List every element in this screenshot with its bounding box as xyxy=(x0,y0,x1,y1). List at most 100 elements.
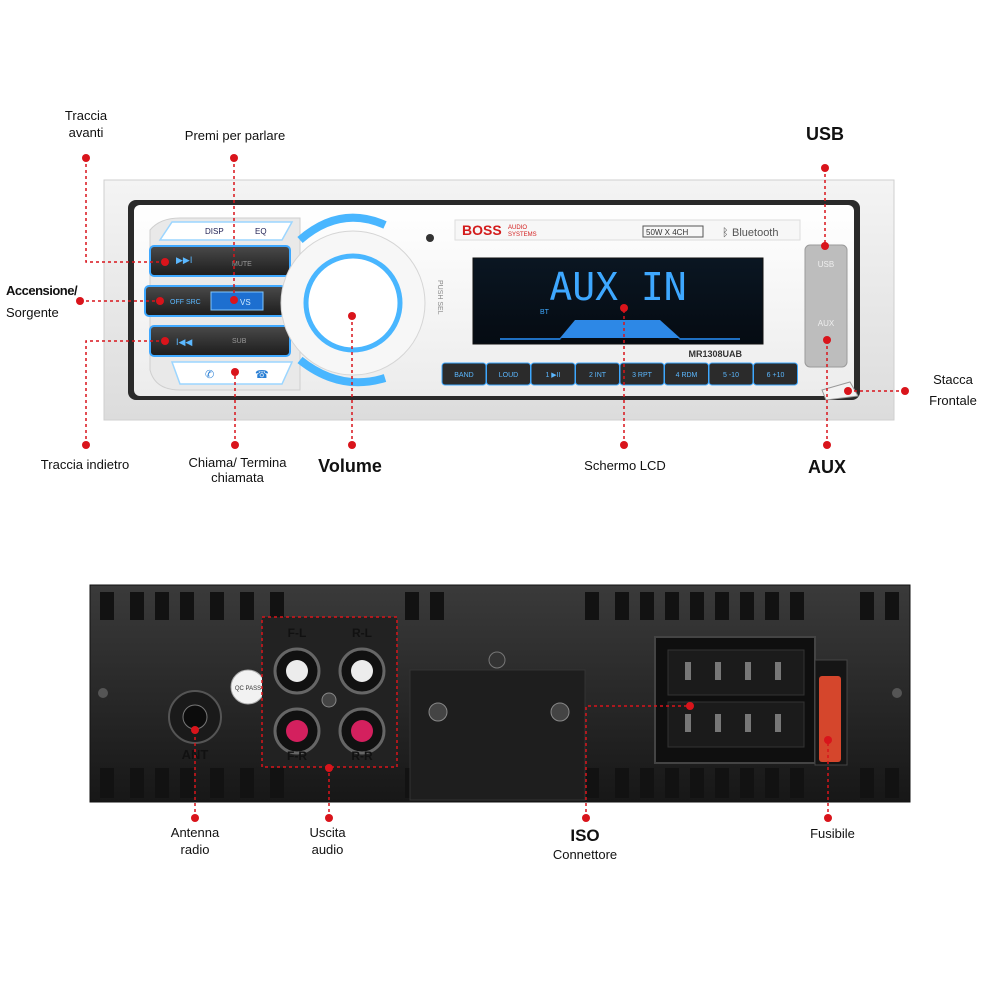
chassis-fin xyxy=(765,768,779,798)
bluetooth-label: Bluetooth xyxy=(732,227,778,239)
svg-text:AUDIO: AUDIO xyxy=(508,225,527,231)
rr-label: R-R xyxy=(351,749,373,763)
model-label: MR1308UAB xyxy=(688,349,742,359)
chassis-fin xyxy=(210,592,224,620)
bluetooth-logo: ᛒ xyxy=(722,227,729,239)
preset-label: 4 RDM xyxy=(676,372,698,379)
svg-text:SYSTEMS: SYSTEMS xyxy=(508,232,537,238)
chassis-fin xyxy=(210,768,224,798)
chassis-fin xyxy=(665,768,679,798)
lcd-text: AUX IN xyxy=(549,265,686,309)
iso-pin xyxy=(715,714,721,732)
aux-port-label: AUX xyxy=(818,319,835,328)
preset-label: BAND xyxy=(454,372,473,379)
ant-label: ANT xyxy=(182,747,209,762)
label-volume: Volume xyxy=(318,456,382,476)
chassis-fin xyxy=(585,768,599,798)
chassis-fin xyxy=(430,592,444,620)
iso-pin xyxy=(715,662,721,680)
chassis-fin xyxy=(640,768,654,798)
chassis-fin xyxy=(270,768,284,798)
preset-label: 2 INT xyxy=(589,372,607,379)
iso-pin xyxy=(685,714,691,732)
svg-text:☎: ☎ xyxy=(255,369,269,381)
iso-pin xyxy=(685,662,691,680)
label-track-forward: Traccia avanti xyxy=(64,108,108,140)
preset-label: LOUD xyxy=(499,372,518,379)
svg-text:✆: ✆ xyxy=(205,369,214,381)
chassis-fin xyxy=(130,768,144,798)
chassis-fin xyxy=(885,768,899,798)
vs-label: VS xyxy=(240,298,251,307)
chassis-fin xyxy=(155,592,169,620)
mute-label: MUTE xyxy=(232,261,252,268)
chassis-fin xyxy=(885,592,899,620)
iso-pin xyxy=(745,662,751,680)
label-fuse: Fusibile xyxy=(810,826,855,841)
chassis-fin xyxy=(640,592,654,620)
chassis-fin xyxy=(180,768,194,798)
chassis-fin xyxy=(740,592,754,620)
center-bracket xyxy=(409,669,586,801)
track-fwd-btn xyxy=(149,245,291,277)
label-iso: ISO Connettore xyxy=(552,826,618,862)
usb-port-label: USB xyxy=(818,260,834,269)
off-src-label: OFF SRC xyxy=(170,299,201,306)
label-push-to-talk: Premi per parlare xyxy=(184,128,286,143)
chassis-fin xyxy=(130,592,144,620)
label-track-back: Traccia indietro xyxy=(40,457,130,472)
power-badge: 50W X 4CH xyxy=(646,228,688,237)
knob-arc-bottom xyxy=(297,356,387,387)
label-antenna: Antenna radio xyxy=(170,825,220,857)
chassis-fin xyxy=(790,768,804,798)
preset-label: 1 ▶II xyxy=(545,372,560,379)
rear-unit-illustration: ANT QC PASS F-L R-L F-R R-R xyxy=(89,584,911,803)
knob-arc-top xyxy=(297,213,387,244)
chassis-fin xyxy=(715,768,729,798)
push-sel-label: PUSH SEL xyxy=(436,280,443,315)
svg-text:BT: BT xyxy=(540,309,550,316)
fr-label: F-R xyxy=(287,749,307,763)
label-aux: AUX xyxy=(807,457,846,477)
chassis-fin xyxy=(270,592,284,620)
preset-row: BAND LOUD 1 ▶II 2 INT 3 RPT 4 RDM 5 -10 6 +10 xyxy=(441,362,798,386)
chassis-fin xyxy=(240,592,254,620)
chassis-fin xyxy=(860,768,874,798)
chassis-fin xyxy=(790,592,804,620)
release-tab xyxy=(821,381,859,401)
svg-text:I◀◀: I◀◀ xyxy=(176,337,192,347)
chassis-fin xyxy=(690,592,704,620)
eq-label: EQ xyxy=(255,227,267,236)
chassis-fin xyxy=(585,592,599,620)
sub-label: SUB xyxy=(232,338,247,345)
svg-text:▶▶I: ▶▶I xyxy=(176,255,192,265)
chassis-fin xyxy=(765,592,779,620)
label-audio-out: Uscita audio xyxy=(309,825,346,857)
iso-pin xyxy=(745,714,751,732)
label-usb: USB xyxy=(805,124,844,144)
chassis-fin xyxy=(690,768,704,798)
chassis-fin xyxy=(715,592,729,620)
chassis-fin xyxy=(615,592,629,620)
chassis-fin xyxy=(100,768,114,798)
preset-label: 6 +10 xyxy=(767,372,785,379)
chassis-fin xyxy=(155,768,169,798)
preset-button xyxy=(753,362,798,386)
chassis-fin xyxy=(405,592,419,620)
chassis-fin xyxy=(665,592,679,620)
brand-logo: BOSS xyxy=(462,222,502,238)
preset-label: 3 RPT xyxy=(632,372,653,379)
chassis-fin xyxy=(615,768,629,798)
volume-knob-ring xyxy=(303,253,403,353)
chassis-fin xyxy=(180,592,194,620)
chassis-fin xyxy=(100,592,114,620)
fl-label: F-L xyxy=(288,626,307,640)
disp-label: DISP xyxy=(205,227,224,236)
iso-pin xyxy=(775,662,781,680)
preset-label: 5 -10 xyxy=(723,372,739,379)
chassis-fin xyxy=(740,768,754,798)
label-call-end: Chiama/ Termina chiamata xyxy=(188,455,287,485)
svg-text:QC PASS: QC PASS xyxy=(235,686,261,692)
iso-pin xyxy=(775,714,781,732)
